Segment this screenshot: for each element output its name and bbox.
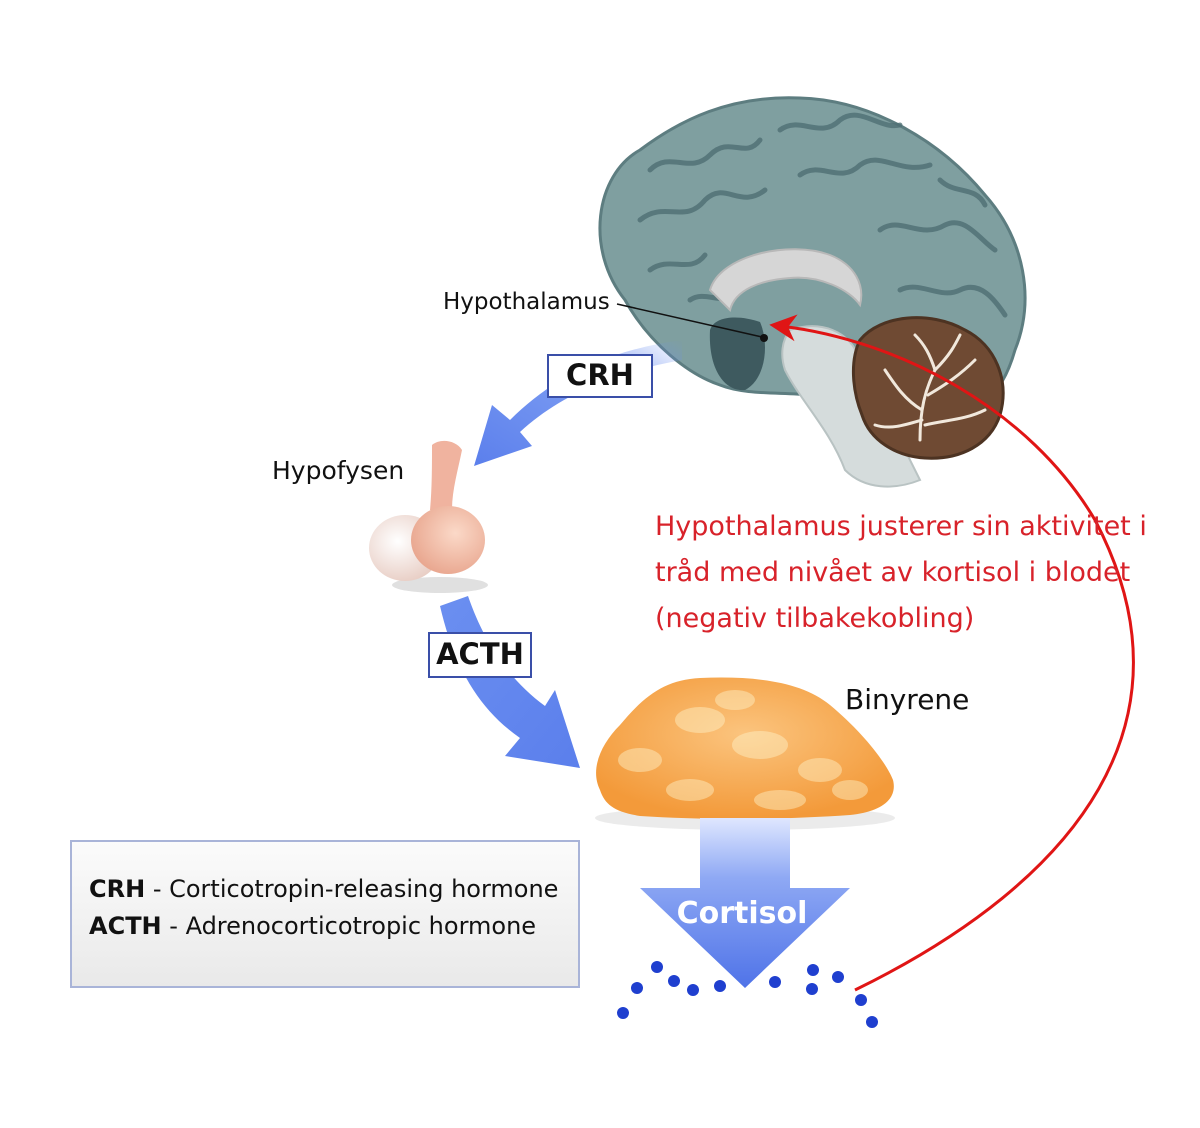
cortisol-dot (714, 980, 726, 992)
adrenal-gland-illustration (595, 677, 895, 830)
cortisol-dot (687, 984, 699, 996)
feedback-arrow (769, 314, 1135, 992)
cortisol-dot (617, 1007, 629, 1019)
acth-tag: ACTH (428, 632, 532, 678)
hypothalamus-label: Hypothalamus (443, 289, 610, 315)
binyrene-label: Binyrene (845, 683, 970, 716)
cortisol-dots (617, 961, 878, 1028)
brain-illustration (598, 96, 1027, 488)
cortisol-dot (668, 975, 680, 987)
crh-tag: CRH (547, 354, 653, 398)
cortisol-dot (855, 994, 867, 1006)
pituitary-illustration (369, 440, 488, 593)
legend-row-crh: CRH - Corticotropin-releasing hormone (89, 875, 578, 903)
abbreviation-legend: CRH - Corticotropin-releasing hormone AC… (70, 840, 580, 988)
legend-abbr: CRH (89, 875, 146, 903)
feedback-note-line: Hypothalamus justerer sin aktivitet i (655, 511, 1147, 542)
legend-abbr: ACTH (89, 912, 162, 940)
feedback-note: Hypothalamus justerer sin aktivitet i tr… (655, 504, 1147, 642)
legend-row-acth: ACTH - Adrenocorticotropic hormone (89, 912, 578, 940)
cortisol-arrow (640, 818, 850, 988)
cortisol-dot (651, 961, 663, 973)
hypothalamus-leader-line (616, 303, 763, 338)
acth-arrow (440, 596, 580, 768)
cortisol-dot (866, 1016, 878, 1028)
feedback-note-line: tråd med nivået av kortisol i blodet (655, 557, 1131, 588)
hypofysen-label: Hypofysen (272, 456, 405, 485)
cortisol-dot (832, 971, 844, 983)
feedback-note-line: (negativ tilbakekobling) (655, 603, 975, 634)
legend-text: - Adrenocorticotropic hormone (161, 912, 537, 940)
cortisol-dot (806, 983, 818, 995)
cortisol-dot (631, 982, 643, 994)
cortisol-dot (769, 976, 781, 988)
cortisol-label: Cortisol (676, 896, 808, 931)
cortisol-dot (807, 964, 819, 976)
legend-text: - Corticotropin-releasing hormone (145, 875, 559, 903)
